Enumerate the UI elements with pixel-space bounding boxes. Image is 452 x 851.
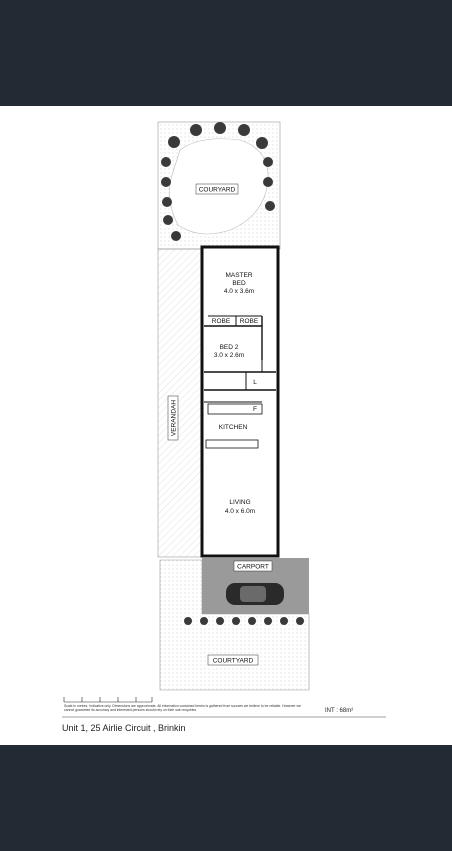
fridge-label: F [253,406,257,413]
robe-left-label: ROBE [212,318,231,325]
master-bed-label-1: MASTER [225,272,252,279]
room-labels: MASTER BED 4.0 x 3.6m ROBE ROBE BED 2 3.… [212,272,259,515]
scale-bar [63,697,153,703]
top-dark-band [0,0,452,106]
robe-right-label: ROBE [240,318,259,325]
courtyard-top-label: COURYARD [199,187,236,194]
living-label: LIVING [229,499,250,506]
bottom-dark-band [0,745,452,851]
verandah: VERANDAH [157,248,204,558]
carport: CARPORT [202,558,309,614]
master-bed-label-2: BED [232,280,246,287]
laundry-label: L [253,379,257,386]
bed2-dims: 3.0 x 2.6m [214,352,244,359]
house [200,245,280,558]
car-icon [226,583,284,605]
carport-label: CARPORT [237,564,269,571]
tree-icons-top [161,122,275,241]
disclaimer-text: Scale in metres. Indicative only. Dimens… [64,704,301,712]
master-bed-dims: 4.0 x 3.6m [224,288,254,295]
living-dims: 4.0 x 6.0m [225,508,255,515]
tree-icons-bottom [184,617,304,625]
internal-area: INT : 68m² [325,708,354,714]
courtyard-bottom: COURTYARD [159,559,310,691]
kitchen-label: KITCHEN [219,424,248,431]
property-address: Unit 1, 25 Airlie Circuit , Brinkin [62,723,186,733]
verandah-label: VERANDAH [171,400,178,436]
courtyard-bottom-label: COURTYARD [213,658,254,665]
bed2-label: BED 2 [220,344,239,351]
